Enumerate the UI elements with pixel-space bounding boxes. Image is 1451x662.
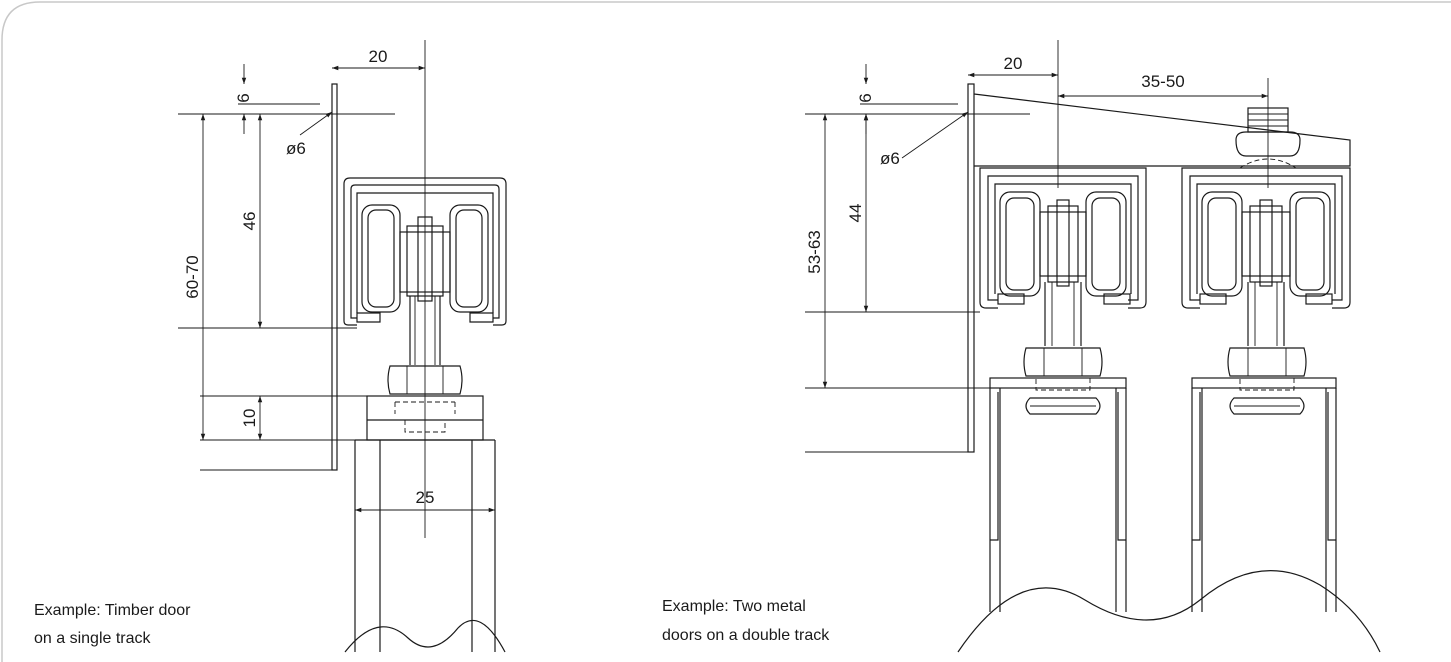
dim-offset: 35-50: [1141, 72, 1184, 91]
timber-door: [354, 439, 496, 652]
caption-line-2: doors on a double track: [662, 627, 830, 644]
double-track-drawing: 20 35-50 6 53-63 44 ø6 Example: Two meta…: [662, 40, 1381, 653]
dim-hole: ø6: [880, 149, 900, 168]
dim-height-total: 60-70: [183, 255, 202, 298]
wall-plate: [967, 83, 975, 453]
caption-line-1: Example: Two metal: [662, 598, 806, 615]
hex-nut: [387, 365, 463, 395]
dim-height-bottom: 10: [240, 409, 259, 428]
dim-height-track: 44: [846, 204, 865, 223]
dim-height-total: 53-63: [805, 230, 824, 273]
caption-line-2: on a single track: [34, 630, 152, 647]
caption-line-1: Example: Timber door: [34, 602, 191, 619]
track-2: [1181, 167, 1351, 612]
track-profile: [343, 177, 507, 326]
dim-height-track: 46: [240, 212, 259, 231]
dim-top-width: 20: [369, 47, 388, 66]
dim-top-width: 20: [1004, 54, 1023, 73]
dim-top-gap: 6: [856, 93, 875, 102]
track-1: [979, 167, 1147, 612]
dim-door-width: 25: [416, 488, 435, 507]
angled-bracket: [973, 93, 1351, 167]
dim-top-gap: 6: [234, 93, 253, 102]
single-track-drawing: 20 6 60-70 46 10 25 ø6 Example: Timber d…: [34, 40, 507, 653]
dim-hole: ø6: [286, 139, 306, 158]
wall-plate: [331, 83, 338, 471]
